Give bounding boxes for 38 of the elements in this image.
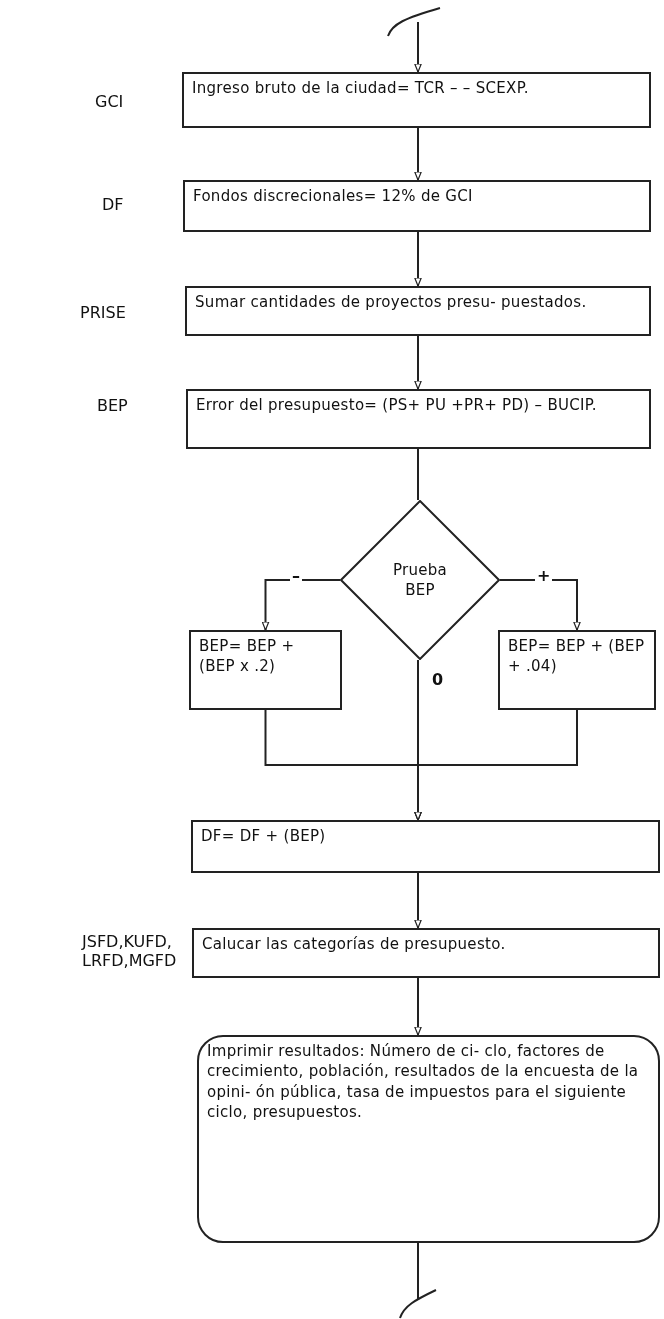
edge-label: 0 (430, 672, 446, 688)
arrow (414, 335, 422, 390)
node-text: Imprimir resultados: Número de ci- clo, factores de crecimiento, población, resultados de la encuesta de la opini- ón pública, tasa de impuestos para el siguiente ciclo, presupuestos. (207, 1041, 640, 1122)
arrow (414, 127, 422, 181)
node-text: Sumar cantidades de proyectos presu- puestados. (195, 292, 588, 313)
decision-diamond (340, 500, 500, 660)
node-text: Error del presupuesto= (PS+ PU +PR+ PD) – BUCIP. (196, 395, 598, 416)
node-text: Prueba BEP (391, 559, 449, 601)
variable-label: JSFD,KUFD, LRFD,MGFD (82, 932, 178, 971)
edge-label: + (535, 568, 553, 584)
node-text: BEP= BEP + (BEP x .2) (199, 636, 296, 677)
connector-line (417, 1242, 419, 1301)
node-text: DF= DF + (BEP) (201, 826, 327, 847)
process-box (182, 72, 651, 128)
arrow (414, 872, 422, 929)
process-box (192, 928, 660, 978)
arrow (414, 21, 422, 73)
node-text: Fondos discrecionales= 12% de GCI (193, 186, 474, 207)
node-text: Ingreso bruto de la ciudad= TCR – – SCEXP. (192, 78, 530, 99)
variable-label: BEP (97, 396, 128, 416)
variable-label: GCI (95, 92, 124, 112)
output-box (197, 1035, 660, 1243)
process-box (185, 286, 651, 336)
arrow (414, 709, 578, 821)
connector-line (417, 448, 419, 501)
variable-label: PRISE (80, 303, 126, 323)
arrow (499, 579, 581, 631)
process-box (186, 389, 651, 449)
process-box (498, 630, 656, 710)
arrow (414, 231, 422, 287)
node-text: Calucar las categorías de presupuesto. (202, 934, 507, 955)
variable-label: DF (102, 195, 124, 215)
node-text: BEP= BEP + (BEP + .04) (508, 636, 646, 677)
arrow (261, 579, 341, 631)
arrow (414, 977, 422, 1036)
process-box (191, 820, 660, 873)
process-box (189, 630, 342, 710)
process-box (183, 180, 651, 232)
